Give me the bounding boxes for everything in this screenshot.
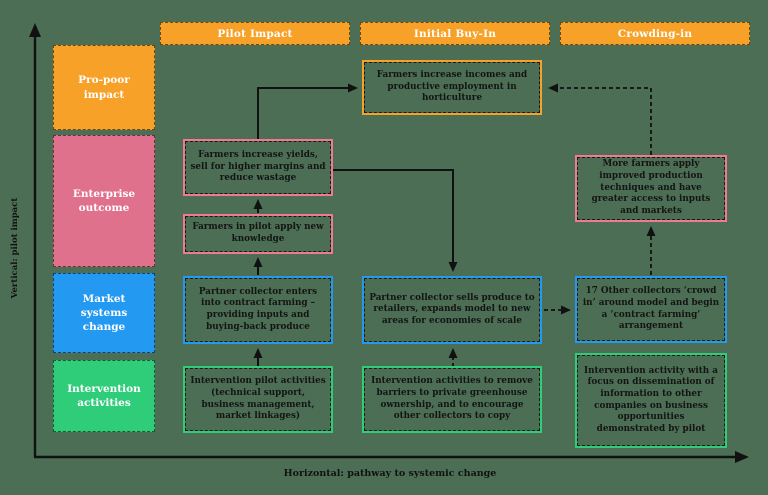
row-label-pro-poor-impact: Pro-poor impact (53, 45, 155, 130)
note-crowding-outcome: More farmers apply improved production t… (575, 155, 727, 222)
note-text: Intervention pilot activities (technical… (190, 376, 326, 422)
note-buyin-activities: Intervention activities to remove barrie… (362, 366, 542, 433)
note-text: Intervention activity with a focus on di… (584, 365, 718, 434)
arrow-pilot-yields-to-impact (257, 83, 358, 139)
arrow-yields-to-buyin-market (333, 169, 458, 272)
note-impact-incomes: Farmers increase incomes and productive … (362, 60, 542, 115)
note-text: Partner collector enters into contract f… (198, 286, 318, 332)
note-pilot-market-change: Partner collector enters into contract f… (183, 276, 333, 344)
note-text: Farmers increase incomes and productive … (376, 70, 528, 104)
x-axis-label: Horizontal: pathway to systemic change (283, 468, 497, 479)
note-pilot-knowledge: Farmers in pilot apply new knowledge (183, 214, 333, 254)
note-pilot-activities: Intervention pilot activities (technical… (183, 366, 333, 433)
note-text: Intervention activities to remove barrie… (371, 376, 533, 422)
column-header-pilot-impact: Pilot Impact (160, 22, 350, 45)
note-buyin-market-change: Partner collector sells produce to retai… (362, 276, 542, 344)
row-label-market-systems-change: Market systems change (53, 273, 155, 353)
note-crowding-market-change: 17 Other collectors ‘crowd in’ around mo… (575, 276, 727, 343)
note-text: Farmers in pilot apply new knowledge (192, 222, 324, 244)
row-label-enterprise-outcome: Enterprise outcome (53, 135, 155, 267)
note-text: Partner collector sells produce to retai… (369, 292, 535, 326)
note-pilot-yields: Farmers increase yields, sell for higher… (183, 139, 333, 196)
note-text: Farmers increase yields, sell for higher… (190, 150, 326, 184)
y-axis-label: Vertical: pilot impact (10, 197, 20, 299)
note-crowding-activities: Intervention activity with a focus on di… (575, 353, 727, 448)
note-text: More farmers apply improved production t… (591, 159, 711, 216)
column-header-initial-buy-in: Initial Buy-In (360, 22, 550, 45)
row-label-intervention-activities: Intervention activities (53, 360, 155, 432)
column-header-crowding-in: Crowding-in (560, 22, 750, 45)
note-text: 17 Other collectors ‘crowd in’ around mo… (582, 286, 720, 332)
arrow-crowding-outcome-to-impact (548, 83, 652, 155)
